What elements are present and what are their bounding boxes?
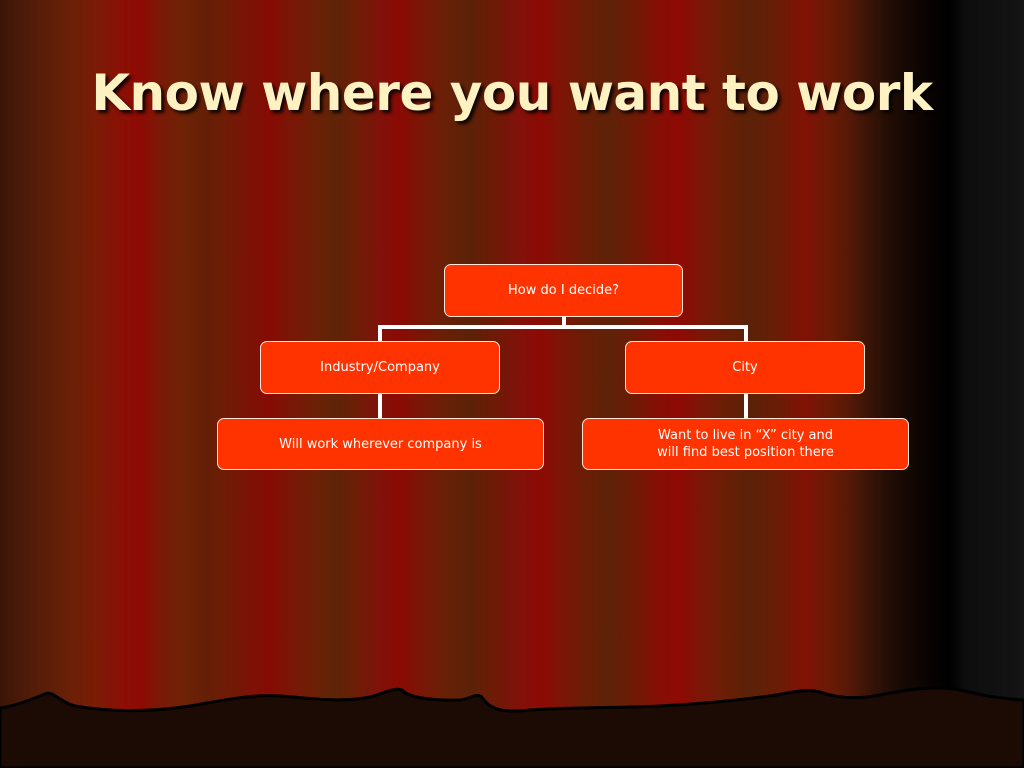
node-company-outcome: Will work wherever company is	[217, 418, 544, 470]
node-industry-company: Industry/Company	[260, 341, 500, 394]
connector-right-drop	[744, 325, 748, 342]
connector-horizontal	[378, 325, 748, 329]
connector-right-child	[744, 393, 748, 418]
node-city: City	[625, 341, 865, 394]
connector-left-drop	[378, 325, 382, 342]
connector-root-down	[562, 316, 566, 326]
node-root: How do I decide?	[444, 264, 683, 317]
node-city-outcome: Want to live in “X” city and will find b…	[582, 418, 909, 470]
connector-left-child	[378, 393, 382, 418]
slide-title: Know where you want to work	[91, 64, 933, 122]
